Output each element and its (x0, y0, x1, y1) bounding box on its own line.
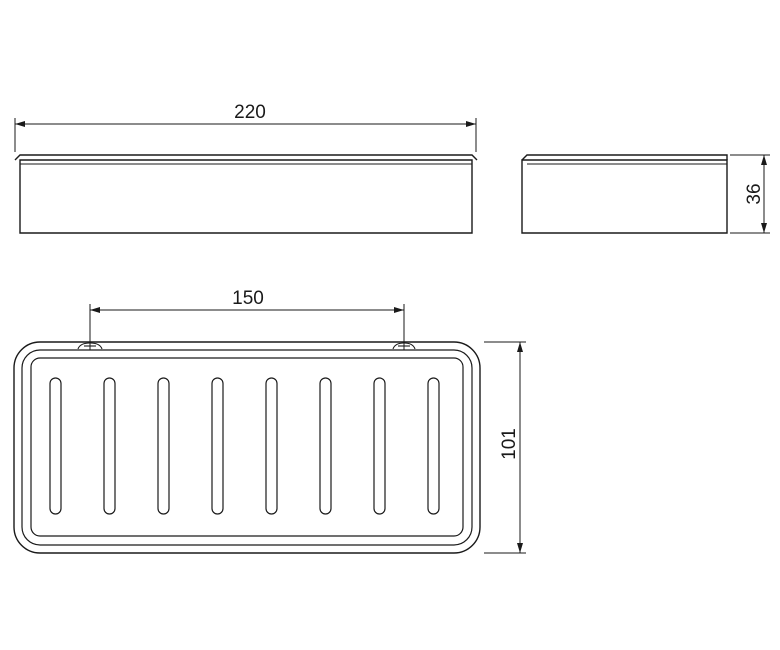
arrow-left (90, 307, 100, 313)
drainage-slot (49, 377, 62, 515)
front-view-body (19, 159, 473, 234)
arrow-top (761, 155, 767, 165)
arrow-bottom (761, 223, 767, 233)
drainage-slot (427, 377, 440, 515)
tray-rim (21, 349, 473, 546)
drainage-slots (49, 377, 440, 515)
arrow-top (517, 342, 523, 352)
dimension-150 (89, 304, 405, 350)
top-view (13, 341, 481, 554)
dimension-220 (14, 118, 477, 152)
drainage-slot (265, 377, 278, 515)
tray-outer-edge (13, 341, 481, 554)
side-view-body (521, 159, 728, 234)
dimension-101 (484, 341, 526, 554)
arrow-right (466, 121, 476, 127)
front-view-lip (14, 154, 478, 161)
front-view (14, 154, 478, 234)
drainage-slot (157, 377, 170, 515)
drainage-slot (103, 377, 116, 515)
drainage-slot (373, 377, 386, 515)
side-view-lip (521, 154, 728, 161)
dimension-36 (730, 154, 770, 234)
dimension-label-101: 101 (499, 428, 520, 460)
dimension-label-150: 150 (232, 288, 264, 309)
arrow-right (394, 307, 404, 313)
tray-inner-floor (30, 357, 464, 537)
side-view (521, 154, 728, 234)
arrow-left (15, 121, 25, 127)
drainage-slot (319, 377, 332, 515)
arrow-bottom (517, 543, 523, 553)
drainage-slot (211, 377, 224, 515)
dimension-label-220: 220 (234, 102, 266, 123)
dimension-label-36: 36 (744, 183, 765, 204)
